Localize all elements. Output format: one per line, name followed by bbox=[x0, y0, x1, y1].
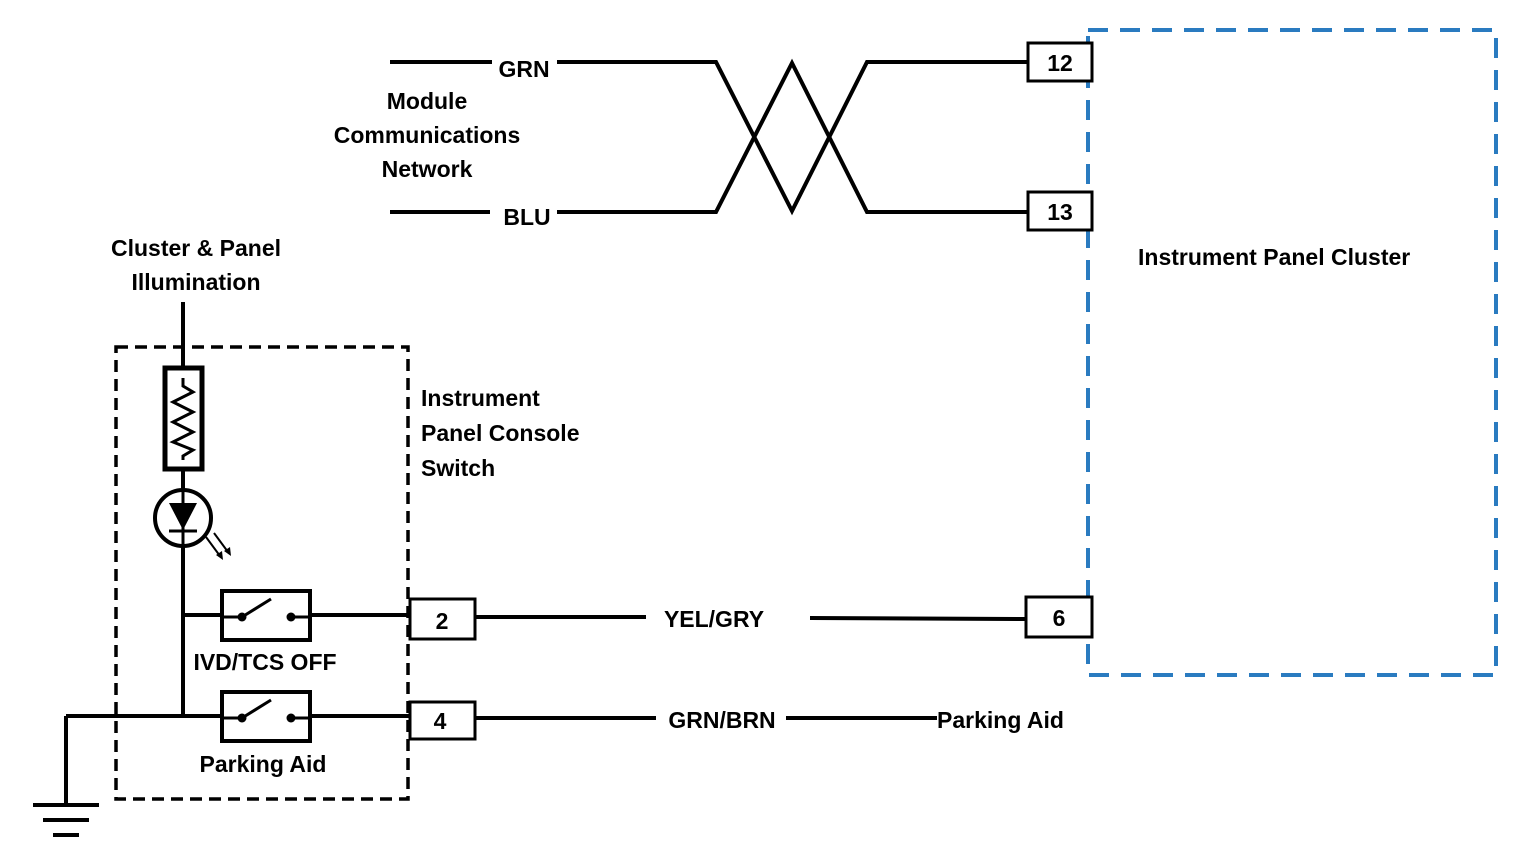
cluster-pin-13-box bbox=[1026, 190, 1094, 232]
yel-gry-wire-right bbox=[809, 616, 1027, 621]
parking-aid-destination-label: Parking Aid bbox=[937, 707, 1064, 733]
console-switch-label-line-1: Instrument bbox=[421, 385, 540, 411]
network-label-line-3: Network bbox=[382, 156, 473, 182]
blu-wire-twisted bbox=[557, 58, 1027, 214]
illumination-label-line-2: Illumination bbox=[131, 269, 260, 295]
console-pin-4-box bbox=[408, 700, 477, 741]
yel-gry-wire-label: YEL/GRY bbox=[664, 606, 764, 632]
resistor-symbol bbox=[162, 365, 205, 472]
network-label-line-2: Communications bbox=[334, 122, 521, 148]
console-switch-label-line-2: Panel Console bbox=[421, 420, 579, 446]
ground-symbol bbox=[33, 716, 99, 837]
ivd-tcs-off-switch bbox=[183, 589, 410, 642]
led-symbol bbox=[153, 488, 231, 560]
instrument-panel-cluster-label: Instrument Panel Cluster bbox=[1138, 244, 1410, 270]
console-pin-2-box bbox=[408, 597, 477, 641]
cluster-pin-12-box bbox=[1026, 41, 1094, 83]
console-pin-2-label: 2 bbox=[436, 608, 449, 634]
cluster-pin-12-label: 12 bbox=[1047, 50, 1073, 76]
cluster-pin-13-label: 13 bbox=[1047, 199, 1073, 225]
blu-wire-label: BLU bbox=[503, 204, 550, 230]
instrument-panel-cluster-box bbox=[1086, 28, 1498, 677]
grn-brn-wire-label: GRN/BRN bbox=[668, 707, 775, 733]
cluster-pin-6-label: 6 bbox=[1053, 605, 1066, 631]
illumination-label-line-1: Cluster & Panel bbox=[111, 235, 281, 261]
cluster-pin-6-box bbox=[1024, 595, 1094, 639]
parking-aid-switch bbox=[66, 690, 410, 743]
grn-wire-twisted bbox=[557, 60, 1027, 216]
parking-aid-switch-label: Parking Aid bbox=[200, 751, 327, 777]
module-communications-network: Module Communications Network GRN BLU 12… bbox=[334, 41, 1094, 232]
console-pin-4-label: 4 bbox=[434, 708, 447, 734]
ivd-tcs-off-label: IVD/TCS OFF bbox=[193, 649, 336, 675]
network-label-line-1: Module bbox=[387, 88, 468, 114]
console-switch-label-line-3: Switch bbox=[421, 455, 495, 481]
console-switch-box bbox=[114, 345, 410, 801]
grn-wire-label: GRN bbox=[498, 56, 549, 82]
